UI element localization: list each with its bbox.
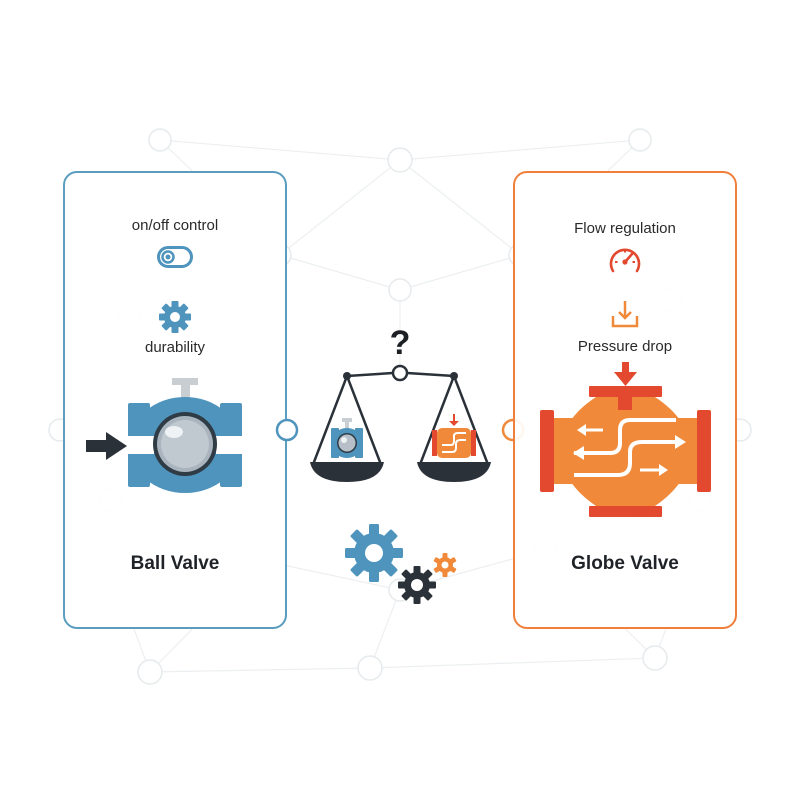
left-connector <box>275 418 299 442</box>
on-off-control-label: on/off control <box>131 217 219 234</box>
ball-valve-icon <box>86 378 242 493</box>
globe-valve-card <box>513 171 737 629</box>
toggle-icon <box>157 246 193 268</box>
balance-scale-icon <box>310 364 491 482</box>
pressure-drop-label: Pressure drop <box>577 338 673 355</box>
gear-icon <box>159 301 191 333</box>
ball-valve-title: Ball Valve <box>130 553 220 574</box>
question-mark: ? <box>389 324 411 362</box>
globe-valve-title: Globe Valve <box>571 553 679 574</box>
gears-icon <box>345 524 457 604</box>
globe-valve-icon <box>540 362 711 517</box>
durability-label: durability <box>144 339 206 356</box>
flow-regulation-label: Flow regulation <box>574 220 676 237</box>
download-arrow-icon <box>611 301 639 328</box>
gauge-icon <box>609 248 641 273</box>
